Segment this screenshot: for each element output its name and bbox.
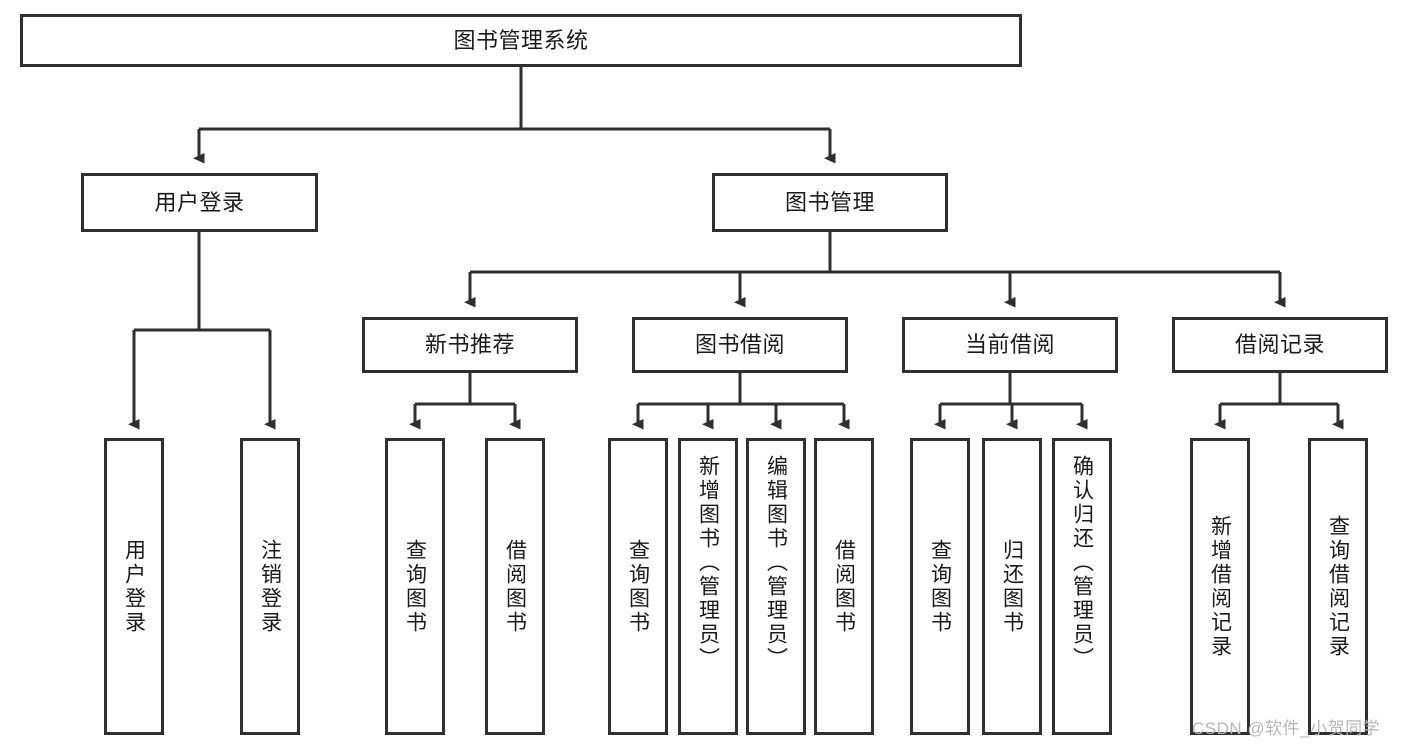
leaf-query-book-recommend[interactable]: 查询图书 <box>385 438 445 735</box>
leaf-add-book-admin-label: 新增图书（管理员） <box>696 455 720 671</box>
leaf-user-login-label: 用户登录 <box>122 538 146 635</box>
leaf-edit-book-admin-label: 编辑图书（管理员） <box>764 455 788 671</box>
node-book-borrow[interactable]: 图书借阅 <box>632 317 848 373</box>
node-current-borrow-label: 当前借阅 <box>964 332 1055 358</box>
leaf-borrow-book-recommend-label: 借阅图书 <box>503 538 527 635</box>
leaf-logout-login[interactable]: 注销登录 <box>240 438 300 735</box>
node-new-book-recommend[interactable]: 新书推荐 <box>362 317 578 373</box>
leaf-borrow-book[interactable]: 借阅图书 <box>814 438 874 735</box>
leaf-query-book-current[interactable]: 查询图书 <box>910 438 970 735</box>
leaf-borrow-book-recommend[interactable]: 借阅图书 <box>485 438 545 735</box>
leaf-return-book[interactable]: 归还图书 <box>982 438 1042 735</box>
node-current-borrow[interactable]: 当前借阅 <box>902 317 1118 373</box>
leaf-query-book-recommend-label: 查询图书 <box>403 538 427 635</box>
leaf-query-book-borrow[interactable]: 查询图书 <box>608 438 668 735</box>
leaf-query-borrow-record[interactable]: 查询借阅记录 <box>1308 438 1368 735</box>
leaf-edit-book-admin[interactable]: 编辑图书（管理员） <box>746 438 806 735</box>
leaf-user-login[interactable]: 用户登录 <box>104 438 164 735</box>
leaf-logout-login-label: 注销登录 <box>258 538 282 635</box>
node-new-book-recommend-label: 新书推荐 <box>424 332 515 358</box>
leaf-add-book-admin[interactable]: 新增图书（管理员） <box>678 438 738 735</box>
node-borrow-record[interactable]: 借阅记录 <box>1172 317 1388 373</box>
leaf-query-book-borrow-label: 查询图书 <box>626 538 650 635</box>
node-root-label: 图书管理系统 <box>453 27 589 53</box>
leaf-query-borrow-record-label: 查询借阅记录 <box>1326 514 1350 659</box>
leaf-query-book-current-label: 查询图书 <box>928 538 952 635</box>
node-borrow-record-label: 借阅记录 <box>1234 332 1325 358</box>
node-user-login-label: 用户登录 <box>154 189 245 215</box>
node-book-borrow-label: 图书借阅 <box>694 332 785 358</box>
leaf-borrow-book-label: 借阅图书 <box>832 538 856 635</box>
node-user-login[interactable]: 用户登录 <box>81 173 318 232</box>
leaf-confirm-return-admin-label: 确认归还（管理员） <box>1070 455 1094 671</box>
leaf-add-borrow-record[interactable]: 新增借阅记录 <box>1190 438 1250 735</box>
leaf-add-borrow-record-label: 新增借阅记录 <box>1208 514 1232 659</box>
node-book-manage-label: 图书管理 <box>784 189 875 215</box>
node-root[interactable]: 图书管理系统 <box>20 14 1022 67</box>
leaf-return-book-label: 归还图书 <box>1000 538 1024 635</box>
leaf-confirm-return-admin[interactable]: 确认归还（管理员） <box>1052 438 1112 735</box>
node-book-manage[interactable]: 图书管理 <box>712 173 948 232</box>
